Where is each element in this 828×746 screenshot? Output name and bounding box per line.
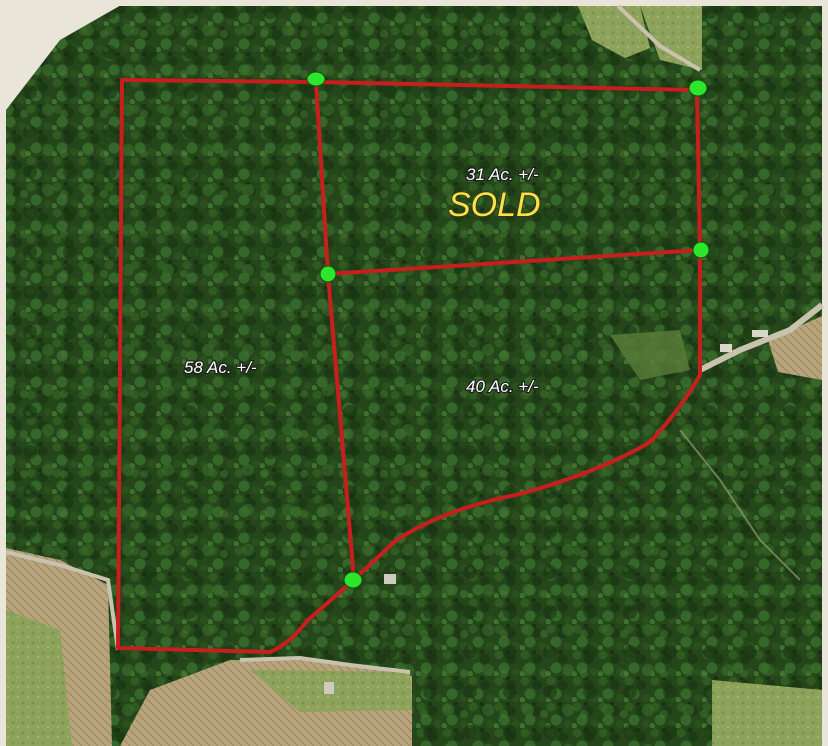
building	[752, 330, 768, 337]
corner-marker[interactable]	[692, 241, 710, 259]
corner-marker[interactable]	[343, 571, 363, 589]
tract-label-40: 40 Ac. +/-	[466, 377, 539, 396]
field-top-far-right	[640, 6, 702, 70]
corner-marker[interactable]	[688, 79, 708, 97]
boundary-divider-horizontal	[327, 248, 701, 276]
boundary-outer	[116, 78, 702, 654]
pasture-bottom-left	[6, 610, 72, 746]
tract-label-58: 58 Ac. +/-	[184, 358, 257, 377]
road-top	[616, 4, 702, 72]
road-bottom	[239, 655, 411, 674]
clearing-center	[610, 330, 690, 380]
corner-marker[interactable]	[319, 265, 337, 283]
corner-marker[interactable]	[306, 71, 326, 87]
sold-label: SOLD	[448, 186, 541, 224]
building	[720, 344, 732, 352]
building	[324, 682, 334, 694]
road-right	[698, 302, 824, 373]
road-left	[5, 550, 120, 651]
trail-right	[679, 429, 801, 581]
building	[384, 574, 396, 584]
tract-label-31: 31 Ac. +/-	[466, 165, 539, 184]
map-edge-corner	[0, 0, 130, 200]
field-right	[768, 316, 822, 380]
corner-markers	[306, 71, 710, 589]
pasture-bottom-right	[712, 680, 822, 746]
